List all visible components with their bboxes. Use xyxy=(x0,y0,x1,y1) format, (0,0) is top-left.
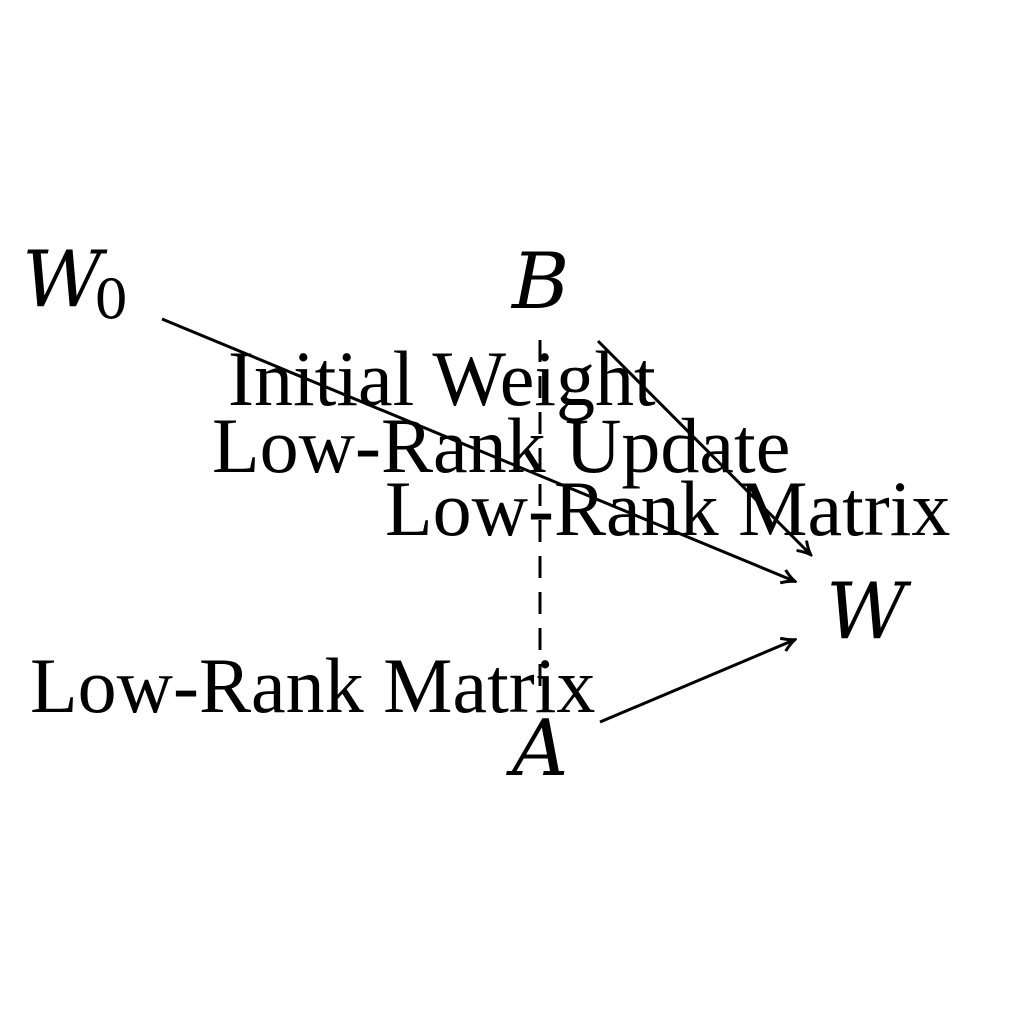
node-w0: W 0 xyxy=(22,235,128,331)
edge-label-low-rank-matrix-a: Low-Rank Matrix xyxy=(30,642,595,729)
node-w0-subscript: 0 xyxy=(94,268,128,331)
edge-label-initial-weight: Initial Weight xyxy=(228,335,656,422)
node-w-label: W xyxy=(826,567,912,657)
node-b-label: B xyxy=(510,237,569,327)
edge-w0-to-w xyxy=(161,317,794,581)
node-w0-label: W xyxy=(22,235,108,325)
edge-b-to-w xyxy=(596,339,810,554)
edge-label-low-rank-update: Low-Rank Update xyxy=(212,402,790,489)
edge-label-low-rank-matrix-b: Low-Rank Matrix xyxy=(385,465,950,552)
node-a-label: A xyxy=(506,704,568,794)
edge-a-to-w xyxy=(599,640,794,724)
